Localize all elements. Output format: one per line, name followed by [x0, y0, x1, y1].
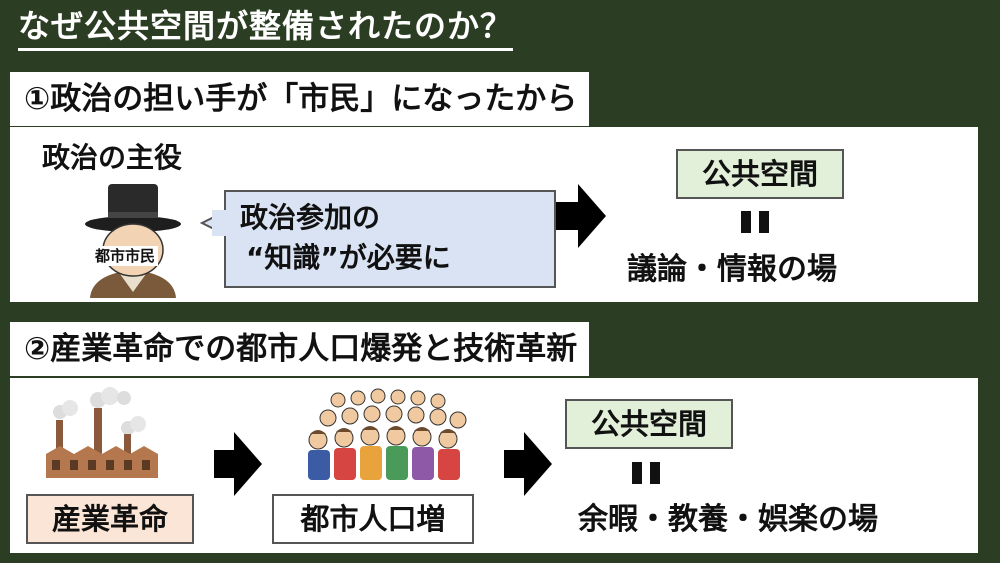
actor-label: 政治の主役 — [42, 141, 183, 174]
crowd-illustration — [298, 388, 478, 492]
citizen-illustration — [78, 182, 188, 298]
factory-illustration — [36, 386, 166, 486]
speech-bubble: 政治参加の “知識”が必要に — [224, 190, 556, 288]
equals-icon — [741, 211, 771, 233]
arrow-right-icon — [504, 432, 552, 496]
industrial-revolution-box: 産業革命 — [26, 494, 194, 544]
speech-line-1: 政治参加の — [240, 201, 381, 234]
page-title: なぜ公共空間が整備されたのか？ — [18, 6, 514, 51]
result-text-1: 議論・情報の場 — [627, 252, 837, 287]
public-space-box-2: 公共空間 — [565, 399, 733, 449]
urban-population-box: 都市人口増 — [272, 494, 474, 544]
section2-header: ②産業革命での都市人口爆発と技術革新 — [10, 322, 590, 376]
arrow-right-icon — [214, 432, 262, 496]
equals-icon — [632, 462, 662, 484]
arrow-right-icon — [556, 184, 606, 248]
section1-header: ①政治の担い手が「市民」になったから — [10, 72, 590, 126]
speech-line-2: “知識”が必要に — [246, 241, 451, 274]
public-space-box-1: 公共空間 — [676, 149, 844, 199]
citizen-badge: 都市市民 — [92, 246, 159, 266]
result-text-2: 余暇・教養・娯楽の場 — [578, 502, 878, 537]
